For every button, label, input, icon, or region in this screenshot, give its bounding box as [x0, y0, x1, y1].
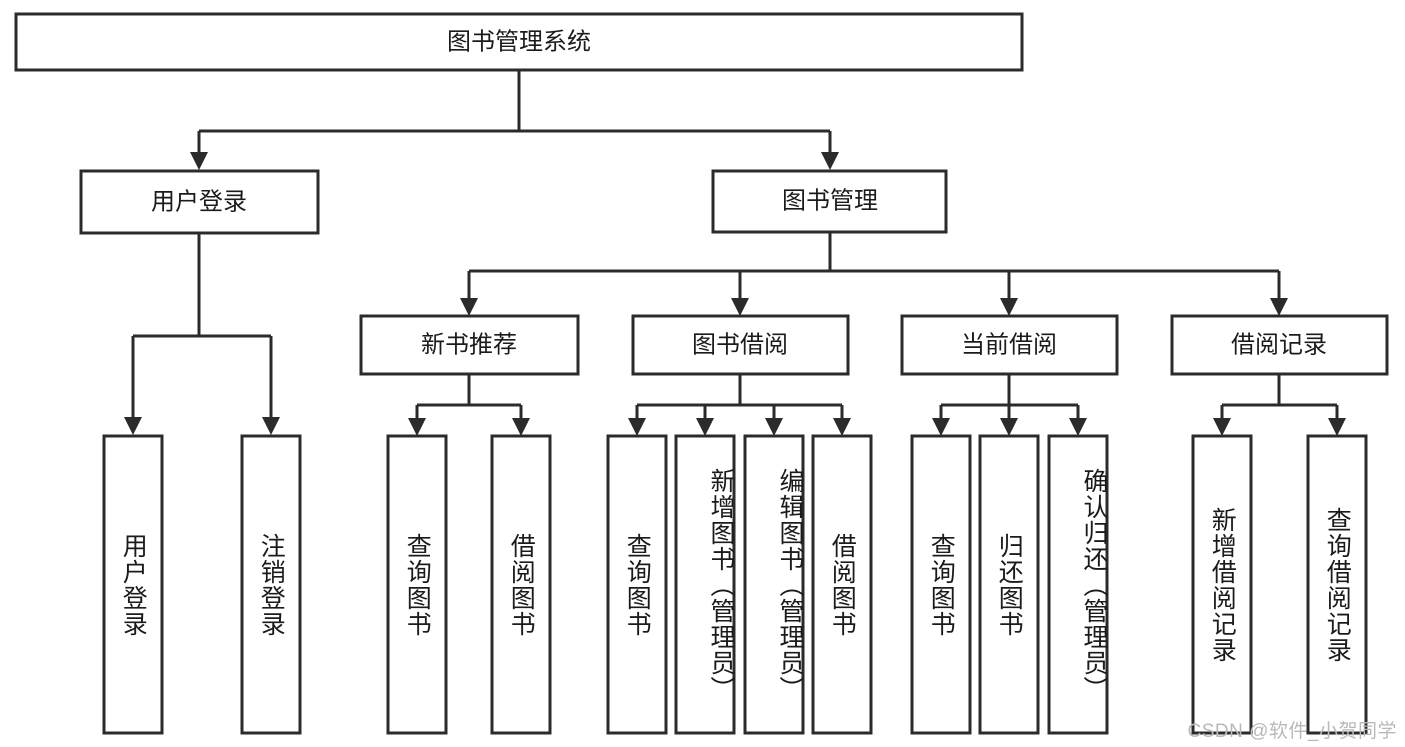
- watermark-text: CSDN @软件_小贺同学: [1187, 721, 1397, 742]
- node-label-user-login: 用户登录: [151, 188, 247, 215]
- node-box-book-manage[interactable]: [711, 169, 948, 234]
- node-box-borrow-record[interactable]: [1170, 314, 1389, 376]
- leaf-box-logout-login[interactable]: [240, 434, 302, 735]
- leaf-box-borrow-book-2[interactable]: [811, 434, 873, 735]
- leaf-box-add-borrow-record[interactable]: [1191, 434, 1253, 735]
- leaf-box-add-book[interactable]: [674, 434, 736, 735]
- arrow-leaf-logout-login: [262, 417, 280, 435]
- arrow-to-book-borrow: [731, 298, 749, 316]
- leaf-box-query-book-3[interactable]: [910, 434, 972, 735]
- arrow-leaf-query-book-1: [408, 418, 426, 436]
- leaf-box-query-borrow-record[interactable]: [1306, 434, 1368, 735]
- arrow-leaf-query-borrow-record: [1328, 418, 1346, 436]
- node-box-current-borrow[interactable]: [900, 314, 1119, 376]
- arrow-to-book-manage: [821, 152, 839, 170]
- leaf-box-query-book-2[interactable]: [606, 434, 668, 735]
- arrow-leaf-query-book-2: [628, 418, 646, 436]
- node-label-book-manage: 图书管理: [782, 187, 878, 214]
- leaf-box-query-book-1[interactable]: [386, 434, 448, 735]
- arrow-leaf-return-book: [1000, 418, 1018, 436]
- node-box-user-login[interactable]: [79, 169, 320, 235]
- arrow-leaf-confirm-return: [1069, 418, 1087, 436]
- node-box-root[interactable]: [14, 12, 1024, 72]
- arrow-to-borrow-record: [1270, 298, 1288, 316]
- arrow-to-current-borrow: [1000, 298, 1018, 316]
- arrow-leaf-edit-book: [765, 418, 783, 436]
- arrow-leaf-borrow-book-1: [512, 418, 530, 436]
- leaf-box-confirm-return[interactable]: [1047, 434, 1109, 735]
- arrow-leaf-user-login: [124, 417, 142, 435]
- leaf-box-borrow-book-1[interactable]: [490, 434, 552, 735]
- node-label-current-borrow: 当前借阅: [961, 331, 1057, 358]
- leaf-box-user-login[interactable]: [102, 434, 164, 735]
- leaf-box-edit-book[interactable]: [743, 434, 805, 735]
- node-group: 图书管理系统 用户登录 图书管理 新书推荐 图书借阅 当前借阅 借阅记录: [14, 12, 1389, 376]
- arrow-leaf-query-book-3: [932, 418, 950, 436]
- leaf-group: [102, 434, 1368, 735]
- node-box-book-borrow[interactable]: [631, 314, 850, 376]
- node-label-root: 图书管理系统: [447, 28, 591, 55]
- leaf-box-return-book[interactable]: [978, 434, 1040, 735]
- node-label-borrow-record: 借阅记录: [1231, 331, 1327, 358]
- arrow-leaf-add-book: [696, 418, 714, 436]
- edge-group: [124, 70, 1346, 436]
- arrow-to-new-book-recommend: [460, 298, 478, 316]
- arrow-leaf-borrow-book-2: [833, 418, 851, 436]
- arrow-leaf-add-borrow-record: [1213, 418, 1231, 436]
- node-box-new-book-recommend[interactable]: [359, 314, 580, 376]
- node-label-new-book-recommend: 新书推荐: [421, 331, 517, 358]
- node-label-book-borrow: 图书借阅: [692, 331, 788, 358]
- arrow-to-user-login: [190, 152, 208, 170]
